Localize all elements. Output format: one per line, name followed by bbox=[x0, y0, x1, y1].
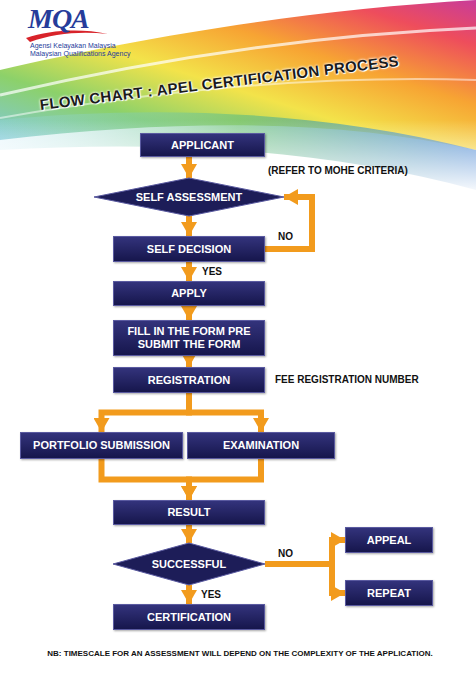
text-group: SELF DECISION bbox=[147, 243, 231, 256]
note-text: (REFER TO MOHE CRITERIA) bbox=[268, 165, 408, 177]
node-label: CERTIFICATION bbox=[147, 611, 231, 624]
flow-arrow bbox=[265, 540, 345, 564]
process-box: REGISTRATION bbox=[113, 367, 265, 393]
edge-label: NO bbox=[276, 548, 295, 560]
logo-text: MQA bbox=[28, 4, 89, 34]
flow-arrow bbox=[186, 585, 192, 604]
text-group: FILL IN THE FORM PRE SUBMIT THE FORM bbox=[120, 325, 258, 351]
flow-arrow bbox=[102, 459, 190, 500]
node-label: REGISTRATION bbox=[148, 374, 230, 387]
text-group: RESULT bbox=[167, 506, 210, 519]
node-label: APPLY bbox=[171, 287, 207, 300]
process-box: APPLY bbox=[113, 281, 265, 306]
node-label: FILL IN THE FORM PRE SUBMIT THE FORM bbox=[120, 325, 258, 351]
node-label: REPEAT bbox=[367, 587, 411, 600]
swoosh-fade bbox=[0, 120, 476, 195]
node-label: RESULT bbox=[167, 506, 210, 519]
flow-arrow bbox=[265, 564, 345, 593]
node-label: APPEAL bbox=[367, 534, 412, 547]
start-box: APPLICANT bbox=[140, 133, 265, 157]
node-label: EXAMINATION bbox=[223, 439, 299, 452]
diamond-shape bbox=[113, 543, 265, 585]
flow-arrow bbox=[102, 393, 190, 432]
text-group: APPLY bbox=[171, 287, 207, 300]
decision-diamond: SELF ASSESSMENT bbox=[94, 178, 284, 216]
text-group: CERTIFICATION bbox=[147, 611, 231, 624]
chart-title: FLOW CHART : APEL CERTIFICATION PROCESS bbox=[39, 52, 400, 114]
process-box: EXAMINATION bbox=[187, 432, 335, 459]
diamond-shape bbox=[94, 178, 284, 216]
text-group: REGISTRATION bbox=[148, 374, 230, 387]
process-box: PORTFOLIO SUBMISSION bbox=[20, 432, 183, 459]
end-box: CERTIFICATION bbox=[113, 604, 265, 630]
node-label: PORTFOLIO SUBMISSION bbox=[33, 439, 170, 452]
text-group: REPEAT bbox=[367, 587, 411, 600]
node-label: SUCCESSFUL bbox=[152, 558, 227, 571]
flow-arrow bbox=[186, 216, 192, 236]
process-box: SELF DECISION bbox=[113, 236, 265, 262]
text-group: SELF ASSESSMENT bbox=[136, 191, 243, 204]
note-text: FEE REGISTRATION NUMBER bbox=[275, 374, 419, 386]
node-label: SELF DECISION bbox=[147, 243, 231, 256]
text-group: APPEAL bbox=[367, 534, 412, 547]
process-box: FILL IN THE FORM PRE SUBMIT THE FORM bbox=[113, 320, 265, 356]
flow-arrow bbox=[186, 157, 192, 178]
decision-diamond: SUCCESSFUL bbox=[113, 543, 265, 585]
node-label: APPLICANT bbox=[171, 139, 234, 152]
flow-arrow bbox=[189, 393, 261, 432]
process-box: APPEAL bbox=[345, 527, 433, 553]
swoosh-fade bbox=[0, 0, 200, 60]
flow-arrow bbox=[186, 356, 192, 367]
flow-arrow bbox=[186, 262, 192, 281]
edge-label: YES bbox=[200, 266, 224, 278]
edge-label: YES bbox=[199, 589, 223, 601]
text-group: PORTFOLIO SUBMISSION bbox=[33, 439, 170, 452]
flow-arrow bbox=[189, 459, 261, 500]
logo-subtitle: Malaysian Qualifications Agency bbox=[30, 50, 130, 58]
text-group: APPLICANT bbox=[171, 139, 234, 152]
process-box: REPEAT bbox=[345, 580, 433, 606]
process-box: RESULT bbox=[113, 500, 265, 525]
text-group: EXAMINATION bbox=[223, 439, 299, 452]
flow-arrow bbox=[186, 306, 192, 320]
node-label: SELF ASSESSMENT bbox=[136, 191, 243, 204]
flow-arrow bbox=[186, 525, 192, 543]
flow-arrow bbox=[265, 197, 312, 249]
edge-label: NO bbox=[276, 231, 295, 243]
logo-subtitle: Agensi Kelayakan Malaysia bbox=[30, 42, 116, 50]
text-group: SUCCESSFUL bbox=[152, 558, 227, 571]
footnote: NB: TIMESCALE FOR AN ASSESSMENT WILL DEP… bbox=[12, 648, 468, 660]
